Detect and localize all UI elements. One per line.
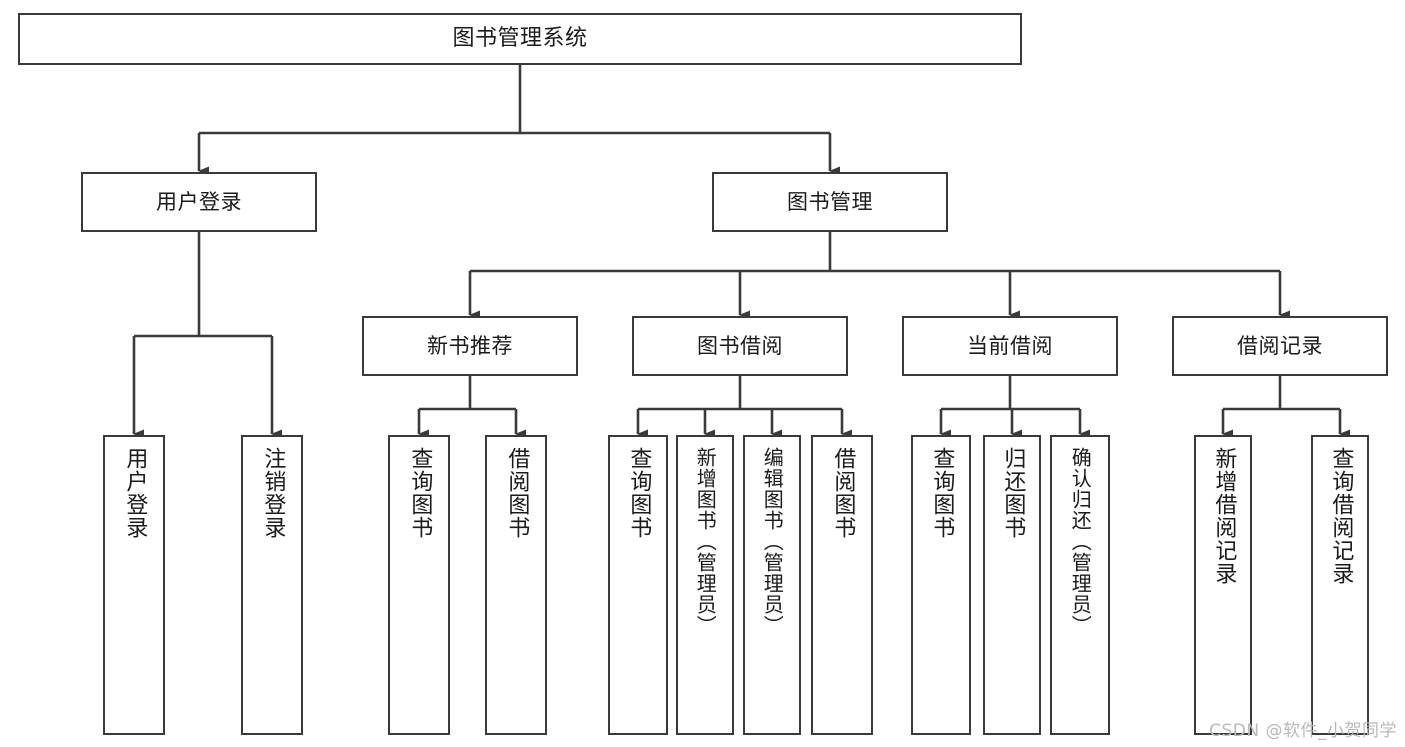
node-label-leaf-borrow-book-1: 借阅图书 bbox=[504, 447, 530, 539]
node-leaf-query-book-1[interactable]: 查询图书 bbox=[388, 435, 450, 735]
node-leaf-return-book[interactable]: 归还图书 bbox=[983, 435, 1041, 735]
node-book-manage[interactable]: 图书管理 bbox=[712, 172, 948, 232]
node-leaf-borrow-book-2[interactable]: 借阅图书 bbox=[811, 435, 873, 735]
node-leaf-query-book-2[interactable]: 查询图书 bbox=[608, 435, 668, 735]
node-new-book-rec[interactable]: 新书推荐 bbox=[362, 316, 578, 376]
node-label-leaf-return-book: 归还图书 bbox=[1000, 447, 1026, 539]
node-leaf-add-record[interactable]: 新增借阅记录 bbox=[1194, 435, 1252, 735]
node-root[interactable]: 图书管理系统 bbox=[18, 13, 1022, 65]
node-leaf-user-login[interactable]: 用户登录 bbox=[103, 435, 165, 735]
node-leaf-confirm-return[interactable]: 确认归还（管理员） bbox=[1050, 435, 1110, 735]
node-user-login[interactable]: 用户登录 bbox=[81, 172, 317, 232]
node-leaf-query-record[interactable]: 查询借阅记录 bbox=[1311, 435, 1369, 735]
node-leaf-edit-book[interactable]: 编辑图书（管理员） bbox=[743, 435, 801, 735]
node-label-user-login: 用户登录 bbox=[156, 189, 242, 214]
node-label-leaf-query-book-3: 查询图书 bbox=[929, 447, 955, 539]
node-leaf-query-book-3[interactable]: 查询图书 bbox=[911, 435, 971, 735]
node-label-leaf-borrow-book-2: 借阅图书 bbox=[830, 447, 856, 539]
node-book-borrow[interactable]: 图书借阅 bbox=[632, 316, 848, 376]
node-label-leaf-confirm-return: 确认归还（管理员） bbox=[1068, 447, 1093, 636]
node-label-leaf-query-record: 查询借阅记录 bbox=[1328, 447, 1354, 585]
node-borrow-record[interactable]: 借阅记录 bbox=[1172, 316, 1388, 376]
node-leaf-logout[interactable]: 注销登录 bbox=[241, 435, 303, 735]
csdn-watermark: CSDN @软件_小贺同学 bbox=[1209, 721, 1397, 741]
node-label-leaf-logout: 注销登录 bbox=[260, 447, 286, 539]
node-label-root: 图书管理系统 bbox=[452, 26, 588, 52]
node-label-book-borrow: 图书借阅 bbox=[697, 333, 783, 358]
node-label-current-borrow: 当前借阅 bbox=[967, 333, 1053, 358]
node-leaf-add-book[interactable]: 新增图书（管理员） bbox=[676, 435, 734, 735]
node-label-leaf-query-book-1: 查询图书 bbox=[407, 447, 433, 539]
node-label-book-manage: 图书管理 bbox=[787, 189, 873, 214]
node-label-leaf-query-book-2: 查询图书 bbox=[626, 447, 652, 539]
node-label-borrow-record: 借阅记录 bbox=[1237, 333, 1323, 358]
node-leaf-borrow-book-1[interactable]: 借阅图书 bbox=[485, 435, 547, 735]
node-label-leaf-add-book: 新增图书（管理员） bbox=[693, 447, 718, 636]
node-label-new-book-rec: 新书推荐 bbox=[427, 333, 513, 358]
node-label-leaf-edit-book: 编辑图书（管理员） bbox=[760, 447, 785, 636]
node-label-leaf-user-login: 用户登录 bbox=[122, 447, 148, 539]
node-label-leaf-add-record: 新增借阅记录 bbox=[1211, 447, 1237, 585]
node-current-borrow[interactable]: 当前借阅 bbox=[902, 316, 1118, 376]
